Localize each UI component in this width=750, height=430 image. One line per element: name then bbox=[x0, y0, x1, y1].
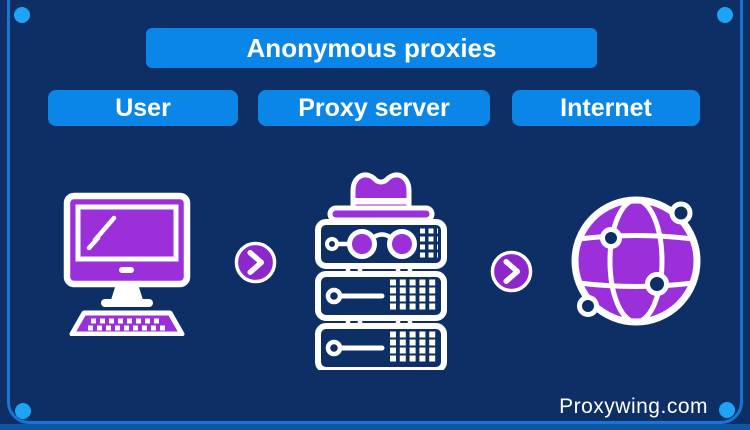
network-nodes bbox=[577, 201, 693, 317]
chevron-right-icon bbox=[234, 241, 277, 284]
label-user-text: User bbox=[115, 93, 171, 122]
monitor bbox=[63, 192, 191, 288]
corner-dot-bottom-right bbox=[719, 402, 735, 418]
bottom-accent-strip bbox=[0, 424, 750, 430]
label-internet: Internet bbox=[512, 90, 700, 126]
spy-server-icon bbox=[315, 172, 447, 370]
title-banner: Anonymous proxies bbox=[146, 28, 597, 68]
brand-watermark: Proxywing.com bbox=[559, 395, 708, 418]
chevron-right-icon bbox=[490, 250, 533, 293]
server-unit-bottom bbox=[325, 331, 436, 362]
keyboard bbox=[69, 310, 185, 336]
label-user: User bbox=[48, 90, 238, 126]
server-leds bbox=[420, 228, 438, 258]
label-proxy-server: Proxy server bbox=[258, 90, 490, 126]
corner-dot-bottom-left bbox=[15, 403, 31, 419]
server-unit-middle bbox=[325, 279, 436, 310]
spy-hat-icon bbox=[327, 172, 435, 223]
label-internet-text: Internet bbox=[560, 93, 652, 122]
desktop-computer-icon bbox=[63, 192, 191, 336]
spy-glasses-icon bbox=[325, 229, 417, 259]
globe-network-icon bbox=[571, 196, 701, 326]
corner-dot-top-right bbox=[717, 7, 733, 23]
monitor-stand bbox=[101, 284, 153, 307]
label-proxy-server-text: Proxy server bbox=[298, 93, 450, 122]
page-title: Anonymous proxies bbox=[246, 32, 497, 63]
rounded-frame-border bbox=[7, 0, 743, 424]
corner-dot-top-left bbox=[14, 7, 30, 23]
